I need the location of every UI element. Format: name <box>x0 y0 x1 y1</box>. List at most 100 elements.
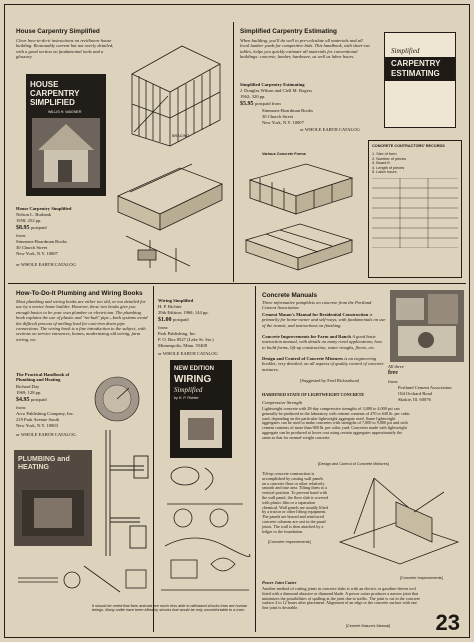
contractors-table: CONCRETE CONTRACTORS' RECORDS 1. Size of… <box>368 140 462 278</box>
house-carpentry-heading: House Carpentry Simplified <box>16 28 100 35</box>
pipe-fittings-drawing <box>18 565 147 593</box>
wiring-edition: 29th Edition; 1968; 144 pp. <box>158 310 209 315</box>
house-carpentry-catalog: or WHOLE EARTH CATALOG <box>16 262 76 267</box>
estimating-edition: 1962; 320 pp. <box>240 94 266 99</box>
book-1-desc: is primarily for home-owner and self-way… <box>262 312 386 328</box>
concrete-address2: Skokie, Ill. 60076 <box>398 397 431 402</box>
plumbing-price-value: $4.95 <box>16 397 30 403</box>
house-carpentry-address1: 30 Church Street <box>16 245 48 250</box>
wiring-cover-art <box>180 410 222 448</box>
plumbing-heading: How-To-Do-It Plumbing and Wiring Books <box>16 290 143 297</box>
all-three-label: All three <box>388 364 404 369</box>
design-caption: [Design and Control of Concrete Mixtures… <box>318 462 389 466</box>
concrete-address1: Old Orchard Road <box>398 391 432 396</box>
plumbing-cover-title: PLUMBING and HEATING <box>18 456 70 471</box>
estimating-catalog: or WHOLE EARTH CATALOG <box>300 127 360 132</box>
house-carpentry-address2: New York, N.Y. 10007 <box>16 251 58 256</box>
plumbing-catalog: or WHOLE EARTH CATALOG <box>16 432 76 437</box>
forms-label: Various Concrete Forms <box>262 152 306 156</box>
wiring-price-note: postpaid <box>173 317 189 322</box>
plumbing-piping-drawing <box>105 430 149 556</box>
wiring-price-value: $1.00 <box>158 317 172 323</box>
wiring-catalog: or WHOLE EARTH CATALOG <box>158 351 218 356</box>
house-carpentry-book-title: House Carpentry Simplified <box>16 206 72 211</box>
bracing-label: BRACING <box>172 134 190 138</box>
improvements-caption-1: [Concrete Improvements] <box>268 540 311 544</box>
estimating-cover-band <box>385 57 455 81</box>
cover-photo-art <box>38 124 94 182</box>
estimating-address2: New York, N.Y. 10007 <box>262 120 304 125</box>
estimating-cover: Simplified CARPENTRY ESTIMATING <box>384 32 456 128</box>
table-title: CONCRETE CONTRACTORS' RECORDS <box>372 144 445 148</box>
book-3-desc: is an engineering booklet, very detailed… <box>262 356 384 372</box>
concrete-book-2: Concrete Improvements for Farm and Ranch… <box>262 334 386 350</box>
house-carpentry-author: Nelson L. Burbank <box>16 212 52 217</box>
estimating-address1: 30 Church Street <box>262 114 294 119</box>
plumbing-intro: Most plumbing and wiring books are eithe… <box>16 299 148 342</box>
concrete-suggested: [Suggested by Fred Richardson] <box>300 378 360 383</box>
table-row-2: 2. Number of pieces <box>372 156 406 161</box>
page-frame <box>4 4 470 638</box>
horizontal-divider <box>8 283 466 284</box>
table-row-5: 5. Labor hours <box>372 170 397 175</box>
plumbing-from: from: <box>16 405 27 410</box>
book-2-title: Concrete Improvements for Farm and Ranch <box>262 334 351 339</box>
wiring-cover-author: by H. P. Richter <box>174 396 199 400</box>
wiring-book-title: Wiring Simplified <box>158 298 194 303</box>
power-cutter-text: Another method of cutting joints in conc… <box>262 586 421 611</box>
wiring-address2: Minneapolis, Minn. 55408 <box>158 343 207 348</box>
bottom-right-divider <box>255 286 256 632</box>
page-number: 23 <box>435 610 460 635</box>
house-carpentry-from: from: <box>16 233 27 238</box>
gauge-disc-drawing <box>94 376 140 422</box>
wiring-publisher: Park Publishing, Inc. <box>158 331 197 336</box>
wiring-cover-line-1: NEW EDITION <box>174 366 214 372</box>
table-row-4: 4. Length of pieces <box>372 165 405 170</box>
hardened-heading: HARDENED STATE OF LIGHTWEIGHT CONCRETE <box>262 392 365 397</box>
concrete-book-1: Cement Mason's Manual for Residential Co… <box>262 312 386 328</box>
plumbing-cover: PLUMBING and HEATING <box>14 450 92 546</box>
estimating-cover-line-2: CARPENTRY <box>391 59 441 68</box>
estimating-intro: When building, you'll do well to pre-cal… <box>240 38 370 60</box>
tilt-up-drawing <box>338 477 460 565</box>
wall-framing-drawing <box>131 45 221 147</box>
cover-title: HOUSE CARPENTRY SIMPLIFIED <box>30 80 80 107</box>
collage-art <box>390 290 464 362</box>
price-note: postpaid <box>31 225 47 230</box>
book-1-title: Cement Mason's Manual for Residential Co… <box>262 312 369 317</box>
bottom-left-divider <box>153 286 154 632</box>
foundation-drawing <box>117 163 224 272</box>
top-column-divider <box>233 22 234 282</box>
wiring-author: H. P. Richter <box>158 304 182 309</box>
estimating-cover-line-1: Simplified <box>391 47 420 55</box>
concrete-forms-drawing <box>244 163 354 271</box>
house-carpentry-cover: HOUSE CARPENTRY SIMPLIFIED WILLIS H. WAG… <box>26 74 106 196</box>
estimating-price: $5.95 postpaid from <box>240 101 370 107</box>
plumbing-cover-art <box>22 490 84 536</box>
power-cutter-heading: Power Joint Cutter <box>262 580 297 585</box>
estimating-book-title: Simplified Carpentry Estimating <box>240 82 305 87</box>
wiring-cover-line-3: Simplified <box>174 386 203 394</box>
estimating-publisher: Simmons-Boardman Books <box>262 108 313 113</box>
estimating-author: J. Douglas Wilson and Clell M. Rogers <box>240 88 312 93</box>
house-carpentry-publisher: Simmons-Boardman Books <box>16 239 67 244</box>
plumbing-edition: 1969; 128 pp. <box>16 390 42 395</box>
house-carpentry-price: $8.95 postpaid <box>16 225 120 231</box>
price-value: $8.95 <box>16 225 30 231</box>
house-carpentry-edition: 1958; 252 pp. <box>16 218 42 223</box>
wiring-price: $1.00 postpaid <box>158 317 252 323</box>
free-label: free <box>388 370 398 376</box>
plumbing-book-title: The Practical Handbook of Plumbing and H… <box>16 372 70 383</box>
plumbing-address1: 219 Park Avenue South <box>16 417 60 422</box>
concrete-association: Portland Cement Association <box>398 385 452 390</box>
estimating-cover-line-3: ESTIMATING <box>391 69 440 78</box>
estimating-heading: Simplified Carpentry Estimating <box>240 28 337 35</box>
table-grid <box>372 178 458 249</box>
wiring-from: from: <box>158 325 169 330</box>
plumbing-publisher: Arco Publishing Company, Inc. <box>16 411 75 416</box>
mason-manual-caption: [Cement Mason's Manual] <box>346 624 390 628</box>
house-carpentry-intro: Clear how-to-do-it instructions on recti… <box>16 38 114 60</box>
plumbing-price-note: postpaid <box>31 397 47 402</box>
strength-text: Lightweight concrete with 28-day compres… <box>262 406 410 440</box>
